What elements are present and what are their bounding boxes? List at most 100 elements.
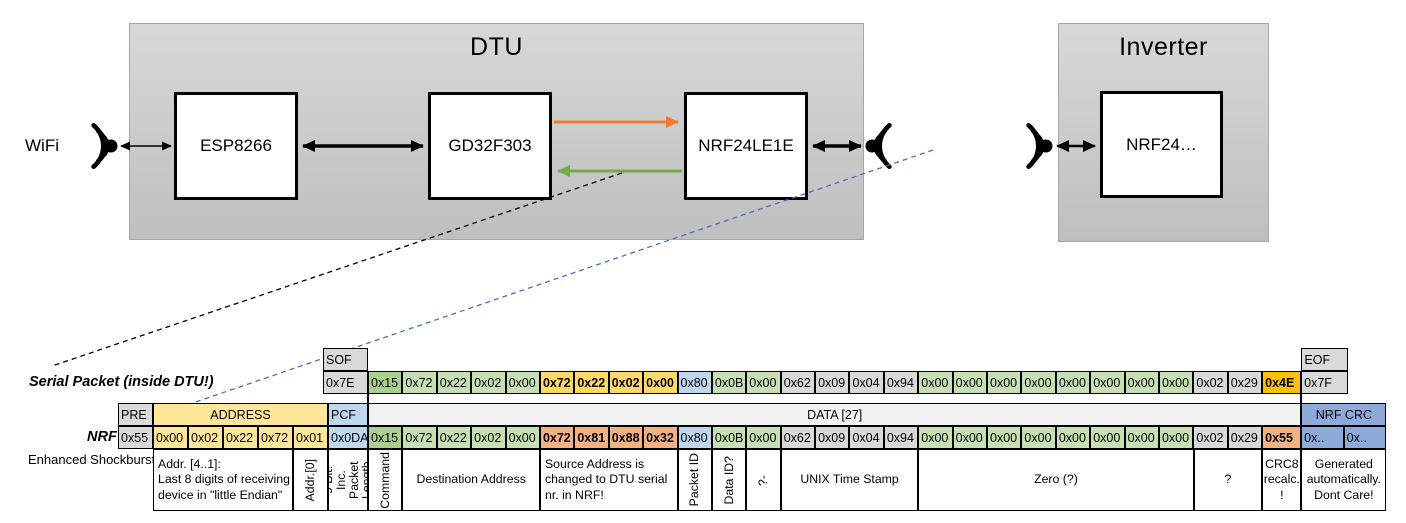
- byte-cell: 0x32: [643, 426, 678, 449]
- byte-cell: 0x72: [258, 426, 293, 449]
- serial-nrf-connector-right: [1300, 392, 1302, 405]
- dtu-title: DTU: [470, 33, 523, 61]
- byte-cell: 0x00: [952, 371, 988, 394]
- annotation-cell: ?: [1193, 449, 1263, 511]
- header-cell: NRF CRC: [1301, 403, 1387, 426]
- byte-cell: 0x00: [1021, 426, 1056, 449]
- annotation-cell: Addr.[0]: [293, 449, 328, 511]
- byte-cell: 0x00: [153, 426, 188, 449]
- byte-cell: 0x00: [1090, 426, 1125, 449]
- header-cell: PCF: [328, 403, 368, 426]
- annotation-cell: 9 Bit! Inc. Packet Length: [328, 449, 368, 511]
- byte-cell: 0x94: [883, 371, 919, 394]
- byte-cell: 0x00: [1124, 426, 1159, 449]
- inverter-nrf24-box: NRF24…: [1100, 91, 1223, 198]
- nrf-annotation-row: Addr. [4..1]: Last 8 digits of receiving…: [153, 449, 1387, 511]
- inverter-title: Inverter: [1119, 33, 1208, 61]
- byte-cell: 0x00: [505, 371, 540, 394]
- byte-cell: 0x00: [1090, 371, 1125, 394]
- byte-cell: 0x72: [402, 371, 437, 394]
- annotation-cell: ?-: [746, 449, 781, 511]
- serial-header-row: SOF EOF: [323, 348, 1349, 371]
- byte-cell: 0x02: [188, 426, 223, 449]
- byte-cell: 0x00: [952, 426, 988, 449]
- byte-cell: 0x7E: [323, 371, 368, 394]
- byte-cell: 0x80: [677, 371, 712, 394]
- annotation-cell: Command: [368, 449, 403, 511]
- annotation-cell: Data ID?: [711, 449, 747, 511]
- byte-cell: 0x00: [643, 371, 678, 394]
- header-cell: EOF: [1301, 348, 1349, 371]
- header-cell: [368, 348, 1301, 371]
- byte-cell: 0x02: [1193, 371, 1228, 394]
- byte-cell: 0x..: [1301, 426, 1344, 449]
- byte-cell: 0x29: [1227, 426, 1263, 449]
- byte-cell: 0x02: [471, 371, 506, 394]
- byte-cell: 0x09: [815, 371, 850, 394]
- annotation-cell: Addr. [4..1]: Last 8 digits of receiving…: [153, 449, 293, 511]
- byte-cell: 0x4E: [1262, 371, 1302, 394]
- byte-cell: 0x22: [223, 426, 258, 449]
- byte-cell: 0x01: [293, 426, 328, 449]
- annotation-cell: Source Address is changed to DTU serial …: [539, 449, 678, 511]
- esp8266-label: ESP8266: [200, 136, 272, 155]
- byte-cell: 0x62: [780, 371, 816, 394]
- byte-cell: 0x00: [746, 426, 781, 449]
- byte-cell: 0x55: [1262, 426, 1302, 449]
- byte-cell: 0x02: [608, 371, 644, 394]
- annotation-cell: Zero (?): [918, 449, 1194, 511]
- byte-cell: 0x00: [505, 426, 540, 449]
- byte-cell: 0x00: [918, 371, 953, 394]
- esp8266-box: ESP8266: [174, 92, 298, 200]
- byte-cell: 0x00: [918, 426, 953, 449]
- byte-cell: 0x7F: [1301, 371, 1349, 394]
- byte-cell: 0x00: [1055, 371, 1091, 394]
- wifi-icon-left: [91, 123, 118, 169]
- header-cell: SOF: [323, 348, 368, 371]
- nrf24le1e-label: NRF24LE1E: [698, 136, 794, 155]
- byte-cell: 0x00: [1158, 426, 1194, 449]
- byte-cell: 0x22: [436, 426, 472, 449]
- byte-cell: 0x72: [402, 426, 437, 449]
- byte-cell: 0x04: [849, 371, 884, 394]
- byte-cell: 0x72: [539, 371, 575, 394]
- byte-cell: 0x62: [780, 426, 816, 449]
- header-cell: ADDRESS: [153, 403, 328, 426]
- inverter-nrf24-label: NRF24…: [1126, 134, 1197, 154]
- byte-cell: 0x04: [849, 426, 884, 449]
- annotation-cell: UNIX Time Stamp: [780, 449, 919, 511]
- byte-cell: 0x09: [815, 426, 850, 449]
- nrf24le1e-box: NRF24LE1E: [684, 92, 808, 200]
- byte-cell: 0x..: [1343, 426, 1387, 449]
- byte-cell: 0x0DA: [328, 426, 368, 449]
- header-cell: DATA [27]: [368, 403, 1302, 426]
- byte-cell: 0x00: [1158, 371, 1194, 394]
- serial-nrf-connector-left: [367, 392, 369, 405]
- byte-cell: 0x88: [608, 426, 644, 449]
- byte-cell: 0x00: [1055, 426, 1091, 449]
- byte-cell: 0x94: [883, 426, 919, 449]
- byte-cell: 0x81: [574, 426, 609, 449]
- enhanced-shockburst-label: Enhanced Shockburst: [28, 452, 156, 467]
- wifi-icon-inverter: [1026, 123, 1053, 169]
- wifi-label: WiFi: [25, 136, 59, 155]
- byte-cell: 0x00: [987, 371, 1022, 394]
- byte-cell: 0x00: [987, 426, 1022, 449]
- annotation-cell: CRC8 recalc. !: [1262, 449, 1302, 511]
- byte-cell: 0x29: [1227, 371, 1263, 394]
- byte-cell: 0x0B: [711, 371, 747, 394]
- byte-cell: 0x22: [574, 371, 609, 394]
- annotation-cell: Generated automatically. Dont Care!: [1301, 449, 1387, 511]
- gd32f303-label: GD32F303: [448, 136, 532, 155]
- byte-cell: 0x15: [368, 426, 403, 449]
- annotation-cell: Destination Address: [402, 449, 540, 511]
- byte-cell: 0x80: [677, 426, 712, 449]
- byte-cell: 0x00: [1021, 371, 1056, 394]
- byte-cell: 0x72: [539, 426, 575, 449]
- byte-cell: 0x02: [471, 426, 506, 449]
